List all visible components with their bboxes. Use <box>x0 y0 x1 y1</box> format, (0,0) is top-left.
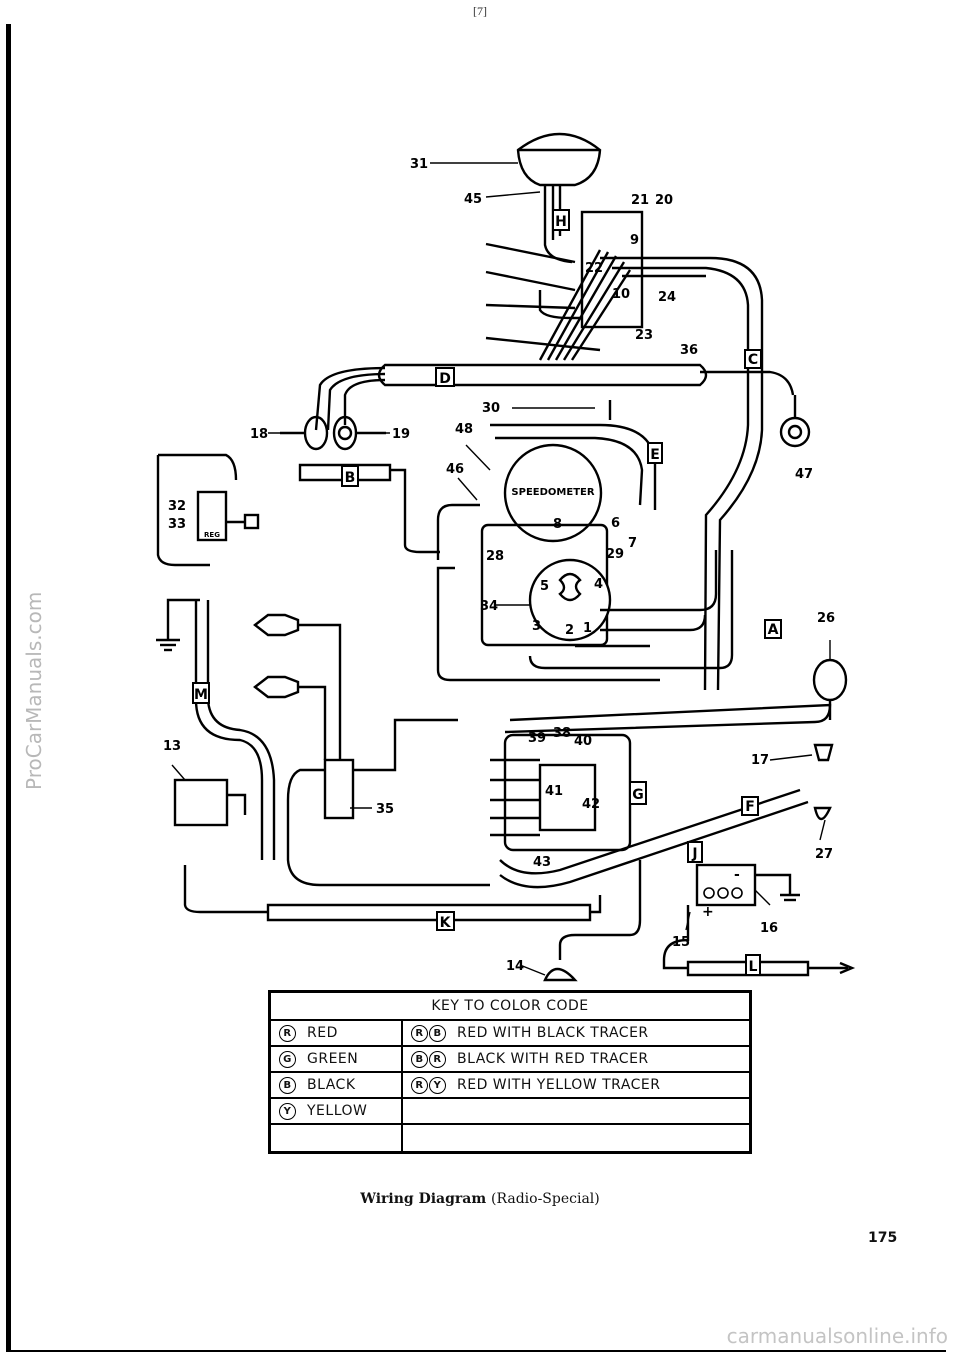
ref-47: 47 <box>795 467 813 482</box>
ref-46: 46 <box>446 462 464 477</box>
ref-14: 14 <box>506 959 524 974</box>
ref-34: 34 <box>480 599 498 614</box>
ref-38: 38 <box>553 726 571 741</box>
letter-h: H <box>555 214 567 230</box>
bottom-border-rule <box>6 1350 946 1352</box>
letter-j: J <box>691 846 697 862</box>
ref-5: 5 <box>540 579 549 594</box>
ref-1: 1 <box>583 621 592 636</box>
combo-symbol: B <box>429 1024 446 1042</box>
ref-35: 35 <box>376 802 394 817</box>
color-name: YELLOW <box>307 1103 368 1119</box>
ref-17: 17 <box>751 753 769 768</box>
ref-15: 15 <box>672 935 690 950</box>
letter-a: A <box>768 622 779 638</box>
ref-45: 45 <box>464 192 482 207</box>
ref-29: 29 <box>606 547 624 562</box>
ref-6: 6 <box>611 516 620 531</box>
letter-m: M <box>194 687 208 703</box>
ref-19: 19 <box>392 427 410 442</box>
ref-2: 2 <box>565 623 574 638</box>
color-name: RED <box>307 1025 338 1041</box>
ref-7: 7 <box>628 536 637 551</box>
ref-21: 21 <box>631 193 649 208</box>
letter-l: L <box>749 959 758 975</box>
ref-32: 32 <box>168 499 186 514</box>
letter-g: G <box>632 787 644 803</box>
ref-26: 26 <box>817 611 835 626</box>
combo-description: RED WITH YELLOW TRACER <box>457 1077 661 1093</box>
key-row-empty <box>271 1125 749 1153</box>
combo-symbol: R <box>429 1050 446 1068</box>
ref-9: 9 <box>630 233 639 248</box>
combo-symbol: R <box>411 1024 428 1042</box>
letter-f: F <box>745 799 755 815</box>
color-name: BLACK <box>307 1077 356 1093</box>
ref-42: 42 <box>582 797 600 812</box>
ref-27: 27 <box>815 847 833 862</box>
ref-41: 41 <box>545 784 563 799</box>
ref-16: 16 <box>760 921 778 936</box>
combo-description: RED WITH BLACK TRACER <box>457 1025 649 1041</box>
red-symbol: R <box>279 1024 296 1042</box>
letter-k: K <box>440 915 452 931</box>
regulator-label: REG <box>204 531 220 539</box>
ref-13: 13 <box>163 739 181 754</box>
letter-b: B <box>345 470 356 486</box>
key-title: KEY TO COLOR CODE <box>271 993 749 1021</box>
ref-20: 20 <box>655 193 673 208</box>
ref-3: 3 <box>532 619 541 634</box>
left-border-rule <box>6 24 11 1350</box>
letter-d: D <box>439 371 451 387</box>
black-symbol: B <box>279 1076 296 1094</box>
ref-24: 24 <box>658 290 676 305</box>
ref-43: 43 <box>533 855 551 870</box>
ref-31: 31 <box>410 157 428 172</box>
caption-title: Wiring Diagram <box>360 1191 487 1207</box>
diagram-caption: Wiring Diagram (Radio-Special) <box>0 1191 960 1207</box>
combo-symbol: Y <box>429 1076 446 1094</box>
ref-10: 10 <box>612 287 630 302</box>
combo-symbol: B <box>411 1050 428 1068</box>
key-row: Y YELLOW <box>271 1099 749 1125</box>
ref-30: 30 <box>482 401 500 416</box>
speedometer <box>503 443 603 543</box>
watermark-carmanualsonline: carmanualsonline.info <box>726 1324 948 1348</box>
bottom-page-number: 175 <box>868 1230 898 1246</box>
yellow-symbol: Y <box>279 1102 296 1120</box>
letter-c: C <box>748 352 758 368</box>
caption-subtitle: (Radio-Special) <box>491 1191 600 1207</box>
letter-e: E <box>650 447 660 463</box>
ref-40: 40 <box>574 734 592 749</box>
ref-8: 8 <box>553 517 562 532</box>
ref-4: 4 <box>594 577 603 592</box>
ref-39: 39 <box>528 731 546 746</box>
ref-28: 28 <box>486 549 504 564</box>
battery-positive: + <box>702 904 714 920</box>
junction-box <box>580 210 644 329</box>
combo-description: BLACK WITH RED TRACER <box>457 1051 649 1067</box>
headlamp <box>516 132 602 187</box>
ref-22: 22 <box>585 261 603 276</box>
combo-symbol: R <box>411 1076 428 1094</box>
ref-36: 36 <box>680 343 698 358</box>
ref-23: 23 <box>635 328 653 343</box>
color-name: GREEN <box>307 1051 359 1067</box>
ref-18: 18 <box>250 427 268 442</box>
ref-33: 33 <box>168 517 186 532</box>
green-symbol: G <box>279 1050 296 1068</box>
ref-48: 48 <box>455 422 473 437</box>
speedometer-label: SPEEDOMETER <box>511 487 594 498</box>
top-page-number: [7] <box>473 4 487 18</box>
battery-negative: - <box>734 867 740 883</box>
